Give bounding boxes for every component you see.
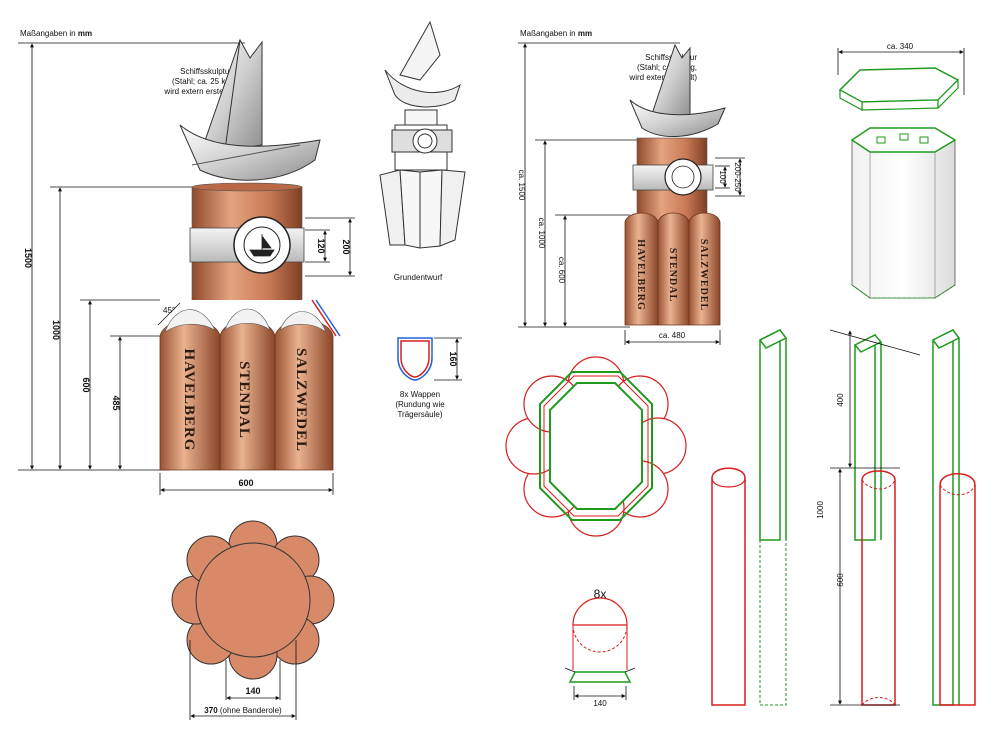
right-dim-total: ca. 1500 — [517, 170, 526, 201]
column-top-ellipse — [191, 182, 303, 192]
plan-outer-label: 370 (ohne Banderole) — [204, 706, 282, 715]
shield-caption-line3: Trägersäule) — [397, 410, 442, 419]
posts-dim-400: 400 — [836, 393, 845, 407]
detail-dim-label: 140 — [593, 699, 607, 708]
red-edge-mark — [311, 299, 337, 337]
sculpture-label-line1: Schiffsskulptur — [180, 67, 232, 76]
right-town-3: SALZWEDEL — [698, 239, 709, 311]
blue-edge-mark — [315, 299, 341, 337]
dim-band-label: 120 — [316, 238, 326, 253]
right-elevation: Maßangaben in mm ca. 1500 ca. 1000 ca. 6… — [517, 29, 745, 345]
width-label: 600 — [238, 478, 253, 488]
right-town-1: HAVELBERG — [635, 239, 646, 311]
dim-total-label: 1500 — [23, 248, 33, 268]
detail-count-label: 8x — [594, 587, 607, 601]
box-dim-label: ca. 340 — [887, 42, 914, 51]
right-units-label: Maßangaben in mm — [520, 29, 592, 38]
posts-dim-1000: 1000 — [816, 501, 825, 519]
posts-dim-600: 600 — [836, 573, 845, 587]
town-name-1: HAVELBERG — [181, 349, 197, 452]
right-dim-600: ca. 600 — [557, 257, 566, 284]
dim-600-label: 600 — [81, 377, 91, 392]
plan-view-flower — [171, 520, 335, 680]
ship-sculpture — [179, 38, 321, 181]
shield-detail — [397, 337, 462, 381]
plan-inner-label: 140 — [245, 686, 260, 696]
posts-assembly — [711, 328, 976, 706]
right-column — [624, 137, 721, 326]
sculpture-label-line2: (Stahl; ca. 25 kg, — [172, 77, 232, 86]
right-width-label: ca. 480 — [659, 331, 686, 340]
left-elevation: Maßangaben in mm 1500 1000 600 485 120 2… — [18, 29, 355, 720]
dim-1000-label: 1000 — [51, 320, 61, 340]
town-name-3: SALZWEDEL — [293, 348, 309, 452]
right-dim-band-outer: 200-250 — [733, 162, 742, 192]
right-town-2: STENDAL — [667, 248, 678, 302]
dim-band-outer-label: 200 — [341, 239, 351, 254]
sketch-caption: Grundentwurf — [394, 273, 443, 282]
angle-label: 45° — [163, 306, 175, 315]
sculpture-label-line3: wird extern erstellt) — [163, 87, 232, 96]
right-ship-sculpture — [629, 43, 726, 137]
angle-line — [157, 302, 181, 326]
right-dim-band: 100 — [718, 170, 727, 184]
units-label: Maßangaben in mm — [20, 29, 92, 38]
dim-485-label: 485 — [111, 395, 121, 410]
column-lobes — [159, 308, 334, 471]
octagon-box — [837, 48, 965, 299]
town-name-2: STENDAL — [236, 361, 252, 439]
right-dim-1000: ca. 1000 — [537, 218, 546, 249]
shield-caption-line2: (Rundung wie — [395, 400, 445, 409]
shield-caption-line1: 8x Wappen — [400, 390, 440, 399]
shield-dim-label: 160 — [448, 351, 458, 366]
segment-detail — [564, 597, 636, 700]
right-sculpture-line3: wird extern erstellt) — [628, 73, 697, 82]
concept-sketch — [379, 20, 466, 249]
seal-emblem — [233, 216, 291, 274]
octagon-plan — [505, 356, 687, 537]
